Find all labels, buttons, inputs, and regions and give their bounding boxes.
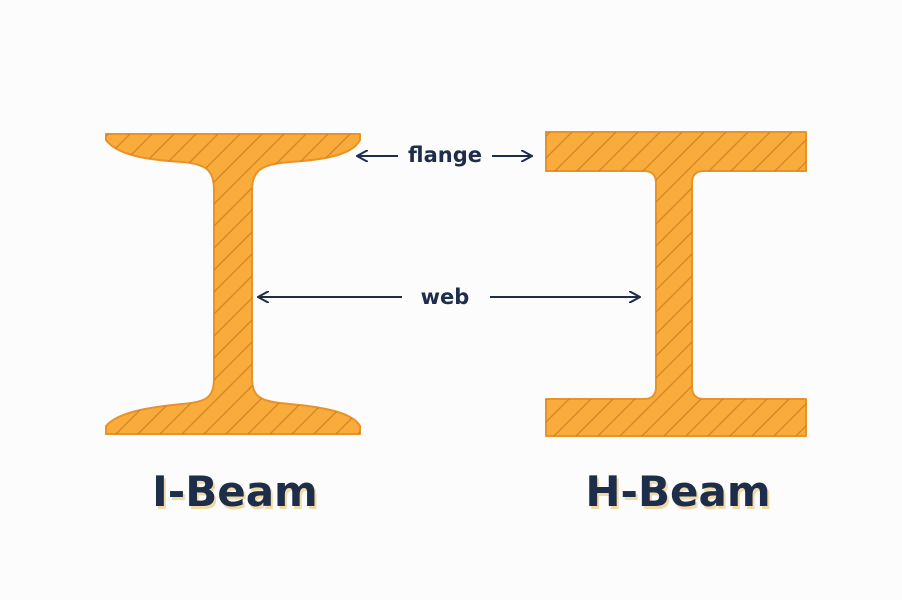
web-label: web [420,285,470,309]
i-beam-section [105,133,361,435]
h-beam-hatching [546,132,806,436]
flange-label: flange [408,143,482,167]
i-beam-hatching [106,134,360,434]
h-beam-section [545,131,807,437]
h-beam-title: H-Beam [585,467,771,516]
i-beam-title: I-Beam [152,467,318,516]
